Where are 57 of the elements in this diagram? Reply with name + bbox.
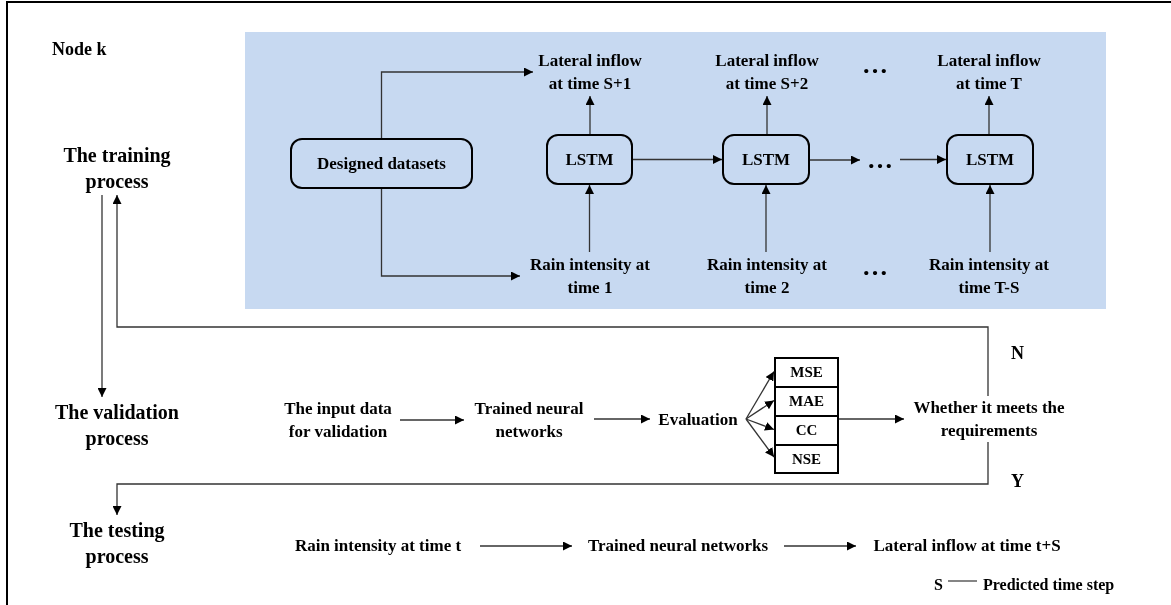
step-label: Trained neural networks bbox=[572, 533, 784, 559]
decision-label: Whether it meets the requirements bbox=[904, 396, 1074, 442]
step-label: Lateral inflow at time t+S bbox=[856, 533, 1078, 559]
lstm-box: LSTM bbox=[722, 134, 810, 185]
arrow bbox=[984, 95, 994, 135]
step-label: Evaluation bbox=[650, 406, 746, 432]
arrow bbox=[745, 418, 775, 458]
metric-cell: NSE bbox=[776, 446, 837, 472]
output-label: Lateral inflow at time S+1 bbox=[533, 48, 647, 96]
metrics-table bbox=[774, 357, 839, 474]
ellipsis: … bbox=[862, 52, 888, 78]
stage-label: The testing process bbox=[47, 515, 187, 570]
arrow bbox=[899, 155, 947, 164]
input-label: Rain intensity at time 2 bbox=[697, 252, 837, 300]
arrow bbox=[745, 418, 775, 431]
arrow bbox=[112, 194, 989, 397]
arrow bbox=[783, 541, 857, 551]
metric-cell: CC bbox=[776, 417, 837, 446]
title-label: Node k bbox=[52, 38, 107, 61]
output-label: Lateral inflow at time T bbox=[932, 48, 1046, 96]
arrow bbox=[761, 184, 771, 253]
arrow bbox=[380, 67, 534, 139]
arrow bbox=[112, 441, 989, 516]
arrow bbox=[585, 95, 595, 135]
arrow bbox=[745, 370, 775, 420]
arrow bbox=[632, 155, 723, 164]
arrow bbox=[399, 415, 465, 425]
arrow bbox=[985, 184, 995, 253]
arrow bbox=[809, 155, 861, 165]
stage-label: The training process bbox=[42, 140, 192, 195]
legend-text: Predicted time step bbox=[983, 575, 1115, 596]
process-box: Designed datasets bbox=[290, 138, 473, 189]
metric-cell: MAE bbox=[776, 388, 837, 417]
ellipsis: … bbox=[860, 146, 900, 174]
output-label: Lateral inflow at time S+2 bbox=[710, 48, 824, 96]
step-label: Rain intensity at time t bbox=[276, 533, 480, 559]
lstm-box: LSTM bbox=[946, 134, 1034, 185]
input-label: Rain intensity at time 1 bbox=[520, 252, 660, 300]
ellipsis: … bbox=[862, 254, 888, 280]
arrow bbox=[97, 194, 107, 398]
edge-label: N bbox=[1011, 342, 1024, 365]
arrow bbox=[745, 399, 775, 420]
arrow bbox=[762, 95, 772, 135]
step-label: The input data for validation bbox=[276, 397, 400, 443]
arrow bbox=[479, 541, 573, 551]
edge-label: Y bbox=[1011, 470, 1024, 493]
arrow bbox=[838, 414, 905, 424]
lstm-box: LSTM bbox=[546, 134, 633, 185]
arrow bbox=[585, 184, 594, 253]
input-label: Rain intensity at time T-S bbox=[919, 252, 1059, 300]
group-panel bbox=[245, 32, 1106, 309]
step-label: Trained neural networks bbox=[464, 397, 594, 443]
arrow bbox=[380, 188, 521, 281]
arrow bbox=[593, 414, 651, 424]
metric-cell: MSE bbox=[776, 359, 837, 388]
stage-label: The validation process bbox=[37, 397, 197, 452]
legend-symbol: S bbox=[934, 575, 943, 595]
